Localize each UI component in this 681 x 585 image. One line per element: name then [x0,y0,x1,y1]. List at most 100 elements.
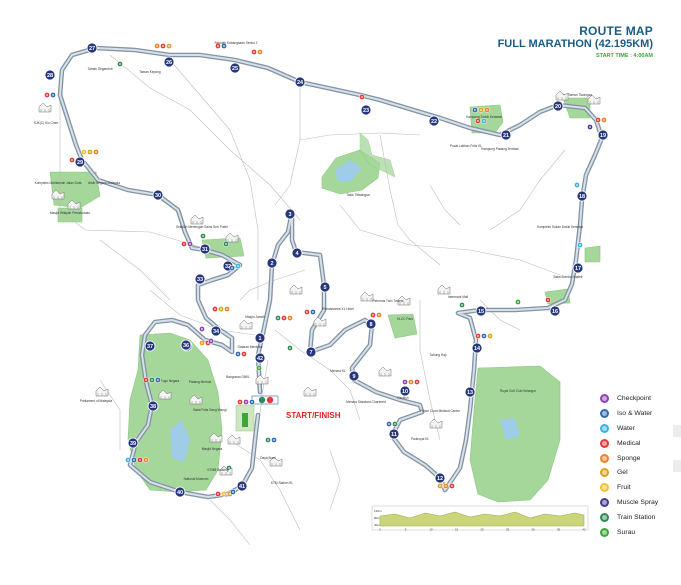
km-marker: 12 [434,472,446,484]
landmark-label: Tasik Titiwangsa [346,193,369,197]
elevation-x-tick: 20 [480,528,484,532]
building-icon [158,389,172,400]
building-icon [190,214,204,225]
legend-item: Train Station [600,510,658,525]
km-marker-label: 7 [309,350,312,356]
building-icon [209,432,223,443]
legend-item: Water [600,421,658,436]
km-marker: 42 [254,352,266,364]
building-icon [67,199,81,210]
medical-pin-icon [600,438,609,448]
km-marker-label: 17 [575,266,581,272]
km-marker-badge [199,243,211,255]
landmark-label: Parkroyal KL [411,437,429,441]
lakes [170,160,520,462]
km-marker-label: 29 [77,160,83,166]
iso-water-pin-icon [386,421,392,427]
km-marker: 21 [500,129,512,141]
legend-label: Gel [617,469,628,477]
km-marker-badge [388,428,400,440]
building-icon [303,386,317,397]
km-marker-badge [572,262,584,274]
elev-y-mid: 80m [374,516,380,520]
sponge-pin-icon [224,306,230,312]
km-marker-label: 3 [288,212,291,218]
km-marker-label: 26 [166,60,172,66]
elevation-x-tick: 30 [531,528,535,532]
checkpoint-pin-icon [187,241,193,247]
sponge-pin-icon [154,43,160,49]
fruit-pin-icon [221,491,227,497]
km-marker-badge [552,100,564,112]
km-marker-badge [147,400,159,412]
km-marker: 41 [236,480,248,492]
landmark-label: Intermark Mall [448,295,468,299]
km-marker-badge [254,332,266,344]
landmark-label: Padang Merbok [189,380,212,384]
elevation-x-tick: 10 [429,528,433,532]
legend-item: Gel [600,465,658,480]
km-marker-label: 42 [257,356,263,362]
gel-pin-icon [478,107,484,113]
km-marker: 4 [291,247,303,259]
edge-tab-1 [673,425,681,437]
medical-pin-icon [595,117,601,123]
train-station-pin-icon [600,513,609,523]
km-marker-badge [127,437,139,449]
medical-pin-icon [69,157,75,163]
km-marker-badge [174,486,186,498]
landmark-label: Taman Segambut [88,67,113,71]
km-marker-badge [464,386,476,398]
landmark-label: Royal Golf Club Selangor [500,389,537,393]
train-station-pin-icon [459,302,465,308]
km-marker-badge [428,115,440,127]
iso-water-pin-icon [271,437,277,443]
train-station-pin-icon [287,345,293,351]
titiwangsa-lake [335,160,362,182]
km-marker-label: 23 [363,108,369,114]
elevation-x-tick: 0 [379,528,381,532]
km-marker-badge [284,208,296,220]
km-marker-badge [266,257,278,269]
surau-pin-icon [600,527,609,537]
elevation-x-tick: 15 [455,528,459,532]
km-marker: 20 [552,100,564,112]
km-marker-label: 40 [177,490,183,496]
landmark-label: Renaissance KL Hotel [322,307,354,311]
small-park-2 [584,245,601,263]
km-marker: 5 [319,281,331,293]
amenity-pins [44,43,607,497]
medical-pin-icon [359,94,365,100]
iso-water-pin-icon [155,377,161,383]
landmark-label: Masjid Jamek [245,315,265,319]
medical-pin-icon [215,491,221,497]
landmark-label: Daya Bumi [260,456,276,460]
landmark-label: Kampung Datuk Keramat [466,115,502,119]
building-icon [397,295,411,306]
building-icon [269,456,283,467]
km-marker-badge [180,339,192,351]
train-station-pin-icon [223,241,229,247]
landmark-label: KTMB Building [207,468,228,472]
muscle-spray-pin-icon [600,498,609,508]
km-marker: 30 [152,189,164,201]
landmark-label: Taman Tiwangsa [568,93,592,97]
km-marker-badge [194,273,206,285]
landmark-label: Arkib Negara Malaysia [88,181,120,185]
km-marker-label: 5 [323,285,326,291]
km-marker-badge [44,69,56,81]
medical-pin-icon [475,118,481,124]
medical-pin-icon [370,312,376,318]
water-pin-icon [481,118,487,124]
gel-pin-icon [600,468,609,478]
golf-lake [500,418,520,440]
sponge-pin-icon [443,483,449,489]
legend-item: Iso & Water [600,406,658,421]
checkpoint-pin-icon [243,399,249,405]
water-pin-icon [574,182,580,188]
legend-item: Medical [600,436,658,451]
gel-pin-icon [218,306,224,312]
km-marker: 16 [549,305,561,317]
